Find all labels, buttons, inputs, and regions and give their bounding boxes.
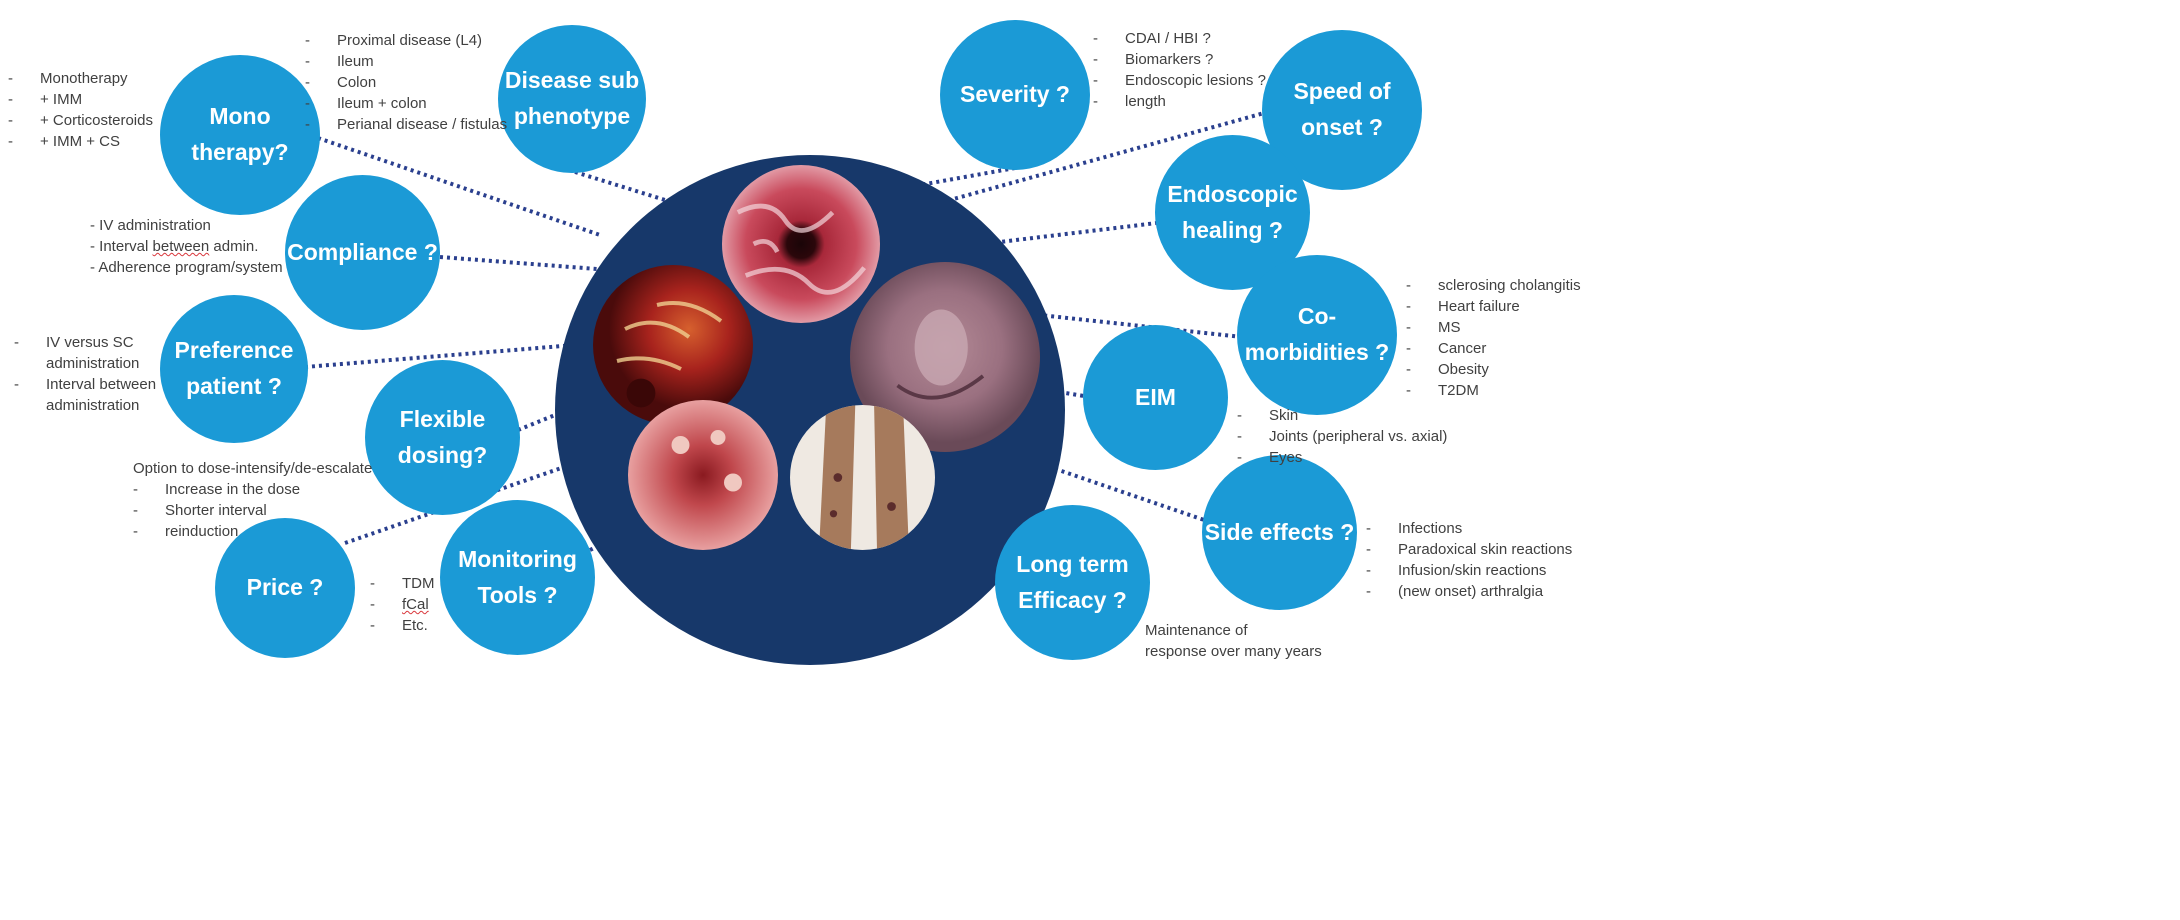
preference-patient-note: IV versus SC administration Interval bet… [14,332,156,416]
comorbidities-line-1: Co- [1298,299,1336,335]
long-term-efficacy-bubble: Long term Efficacy ? [995,505,1150,660]
preference-patient-line-2: patient ? [186,369,282,405]
note-item: sclerosing cholangitis [1406,275,1581,296]
note-item: Etc. [370,615,435,636]
note-item: Biomarkers ? [1093,49,1266,70]
note-item: Infections [1366,518,1572,539]
note-item-part: between [153,238,210,255]
note-item-part: admin. [209,238,258,255]
note-item: administration [14,353,156,374]
note-item: Maintenance of [1145,620,1322,641]
note-item-part: fCal [402,596,429,613]
note-item: T2DM [1406,380,1581,401]
flexible-dosing-note: Option to dose-intensify/de-escalate Inc… [133,458,372,542]
note-item: Heart failure [1406,296,1581,317]
note-item: (new onset) arthralgia [1366,581,1572,602]
note-item: Skin [1237,405,1447,426]
flexible-dosing-bubble: Flexible dosing? [365,360,520,515]
note-item: Perianal disease / fistulas [305,114,507,135]
note-item: Endoscopic lesions ? [1093,70,1266,91]
speed-of-onset-line-2: onset ? [1301,110,1383,146]
note-item: Interval between [14,374,156,395]
note-item: reinduction [133,521,372,542]
connector-line [440,257,610,270]
note-item: Shorter interval [133,500,372,521]
connector-line [975,222,1165,245]
severity-note: CDAI / HBI ? Biomarkers ? Endoscopic les… [1093,28,1266,112]
disease-sub-phenotype-bubble: Disease sub phenotype [498,25,646,173]
note-item: response over many years [1145,641,1322,662]
eim-note: Skin Joints (peripheral vs. axial) Eyes [1237,405,1447,468]
compliance-line-1: Compliance ? [287,235,438,271]
note-item: fCal [370,594,435,615]
mono-therapy-bubble: Mono therapy? [160,55,320,215]
comorbidities-bubble: Co- morbidities ? [1237,255,1397,415]
note-item: - IV administration [90,215,283,236]
disease-sub-phenotype-note: Proximal disease (L4) Ileum Colon Ileum … [305,30,507,135]
note-item: + Corticosteroids [8,110,153,131]
eim-bubble: EIM [1083,325,1228,470]
compliance-note: - IV administration - Interval between a… [90,215,283,278]
connector-line [920,168,1015,185]
preference-patient-bubble: Preference patient ? [160,295,308,443]
long-term-efficacy-line-2: Efficacy ? [1018,583,1127,619]
note-heading: Option to dose-intensify/de-escalate [133,458,372,479]
note-item: Paradoxical skin reactions [1366,539,1572,560]
disease-sub-phenotype-line-2: phenotype [514,99,630,135]
note-item: CDAI / HBI ? [1093,28,1266,49]
preference-patient-line-1: Preference [175,333,294,369]
mono-therapy-note: Monotherapy + IMM + Corticosteroids + IM… [8,68,153,152]
long-term-efficacy-line-1: Long term [1016,547,1128,583]
note-item: Cancer [1406,338,1581,359]
side-effects-bubble: Side effects ? [1202,455,1357,610]
severity-line-1: Severity ? [960,77,1070,113]
endoscopy-stricture-image [722,165,880,323]
note-item: administration [14,395,156,416]
note-item: Joints (peripheral vs. axial) [1237,426,1447,447]
price-line-1: Price ? [247,570,324,606]
long-term-efficacy-note: Maintenance of response over many years [1145,620,1322,662]
note-item: Monotherapy [8,68,153,89]
note-item: IV versus SC [14,332,156,353]
note-item: - Interval between admin. [90,236,283,257]
side-effects-line-1: Side effects ? [1205,515,1355,551]
connector-line [575,172,665,200]
disease-sub-phenotype-line-1: Disease sub [505,63,639,99]
note-item: + IMM [8,89,153,110]
note-item: Increase in the dose [133,479,372,500]
eim-line-1: EIM [1135,380,1176,416]
monitoring-tools-note: TDM fCal Etc. [370,573,435,636]
severity-bubble: Severity ? [940,20,1090,170]
speed-of-onset-line-1: Speed of [1293,74,1390,110]
endoscopy-inflamed-colon-image [628,400,778,550]
flexible-dosing-line-2: dosing? [398,438,487,474]
note-item: Proximal disease (L4) [305,30,507,51]
monitoring-tools-line-2: Tools ? [477,578,557,614]
note-item-part: - Interval [90,238,153,255]
note-item: TDM [370,573,435,594]
note-item: Ileum + colon [305,93,507,114]
compliance-bubble: Compliance ? [285,175,440,330]
note-item: - Adherence program/system [90,257,283,278]
comorbidities-note: sclerosing cholangitis Heart failure MS … [1406,275,1581,401]
note-item: Infusion/skin reactions [1366,560,1572,581]
flexible-dosing-line-1: Flexible [400,402,486,438]
comorbidities-line-2: morbidities ? [1245,335,1389,371]
note-item: Obesity [1406,359,1581,380]
side-effects-note: Infections Paradoxical skin reactions In… [1366,518,1572,602]
note-item: Eyes [1237,447,1447,468]
note-item: length [1093,91,1266,112]
monitoring-tools-bubble: Monitoring Tools ? [440,500,595,655]
mono-therapy-line-1: Mono [209,99,270,135]
note-item: + IMM + CS [8,131,153,152]
note-item: MS [1406,317,1581,338]
endoscopic-healing-line-2: healing ? [1182,213,1283,249]
endoscopy-ulcerated-mucosa-image [593,265,753,425]
skin-lesions-legs-image [790,405,935,550]
mono-therapy-line-2: therapy? [191,135,288,171]
note-item: Colon [305,72,507,93]
note-item: Ileum [305,51,507,72]
monitoring-tools-line-1: Monitoring [458,542,577,578]
endoscopic-healing-line-1: Endoscopic [1167,177,1297,213]
